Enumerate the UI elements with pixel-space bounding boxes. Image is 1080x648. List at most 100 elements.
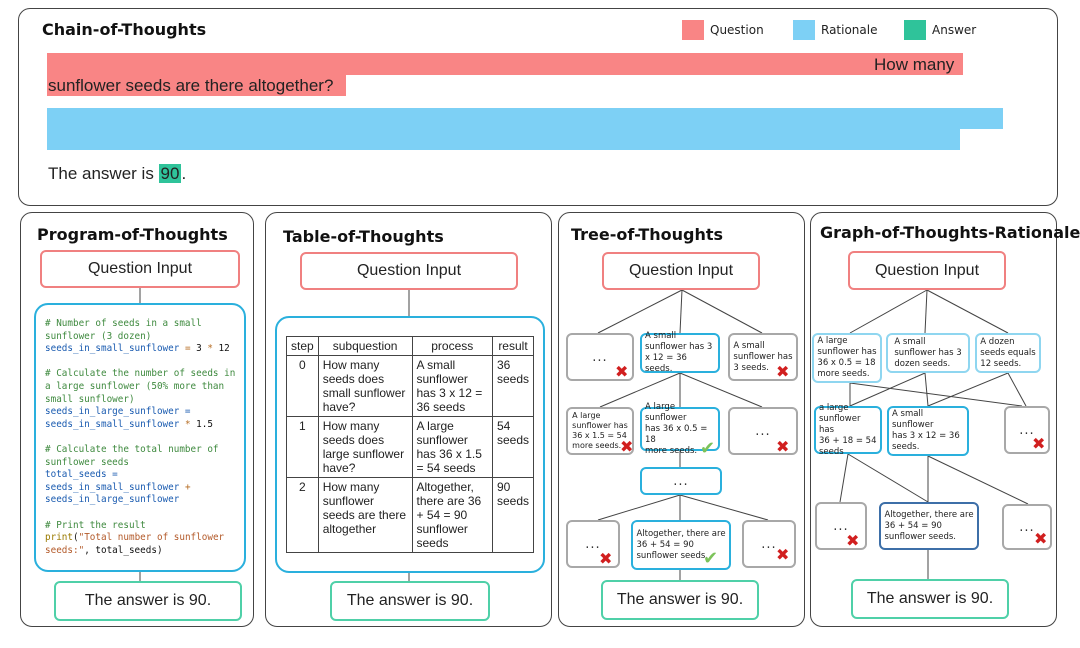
code-operator: = [179, 343, 197, 355]
tree-node-text: A large sunflower has 36 x 0.5 = 18 more… [645, 401, 708, 456]
pot-answer: The answer is 90. [54, 581, 242, 621]
thought-table: step subquestion process result 0 How ma… [286, 336, 535, 553]
graph-node-total: Altogether, there are 36 + 54 = 90 sunfl… [879, 502, 979, 550]
code-variable: seeds_in_small_sunflower [45, 481, 180, 493]
code-function: print [45, 532, 73, 544]
pot-code: # Number of seeds in a small sunflower (… [45, 318, 235, 557]
chain-of-thoughts-panel [18, 8, 1058, 206]
pot-code-block [34, 303, 246, 572]
tree-node-total: Altogether, there are 36 + 54 = 90 sunfl… [631, 520, 731, 570]
table-cell: 0 [286, 355, 319, 417]
reject-icon: ✖ [1034, 529, 1048, 548]
tree-node-small-sunflower-dozen: A small sunflower has 3 seeds. [728, 333, 798, 381]
cot-answer-line: The answer is 90. [48, 164, 186, 184]
table-header: process [411, 336, 493, 356]
table-cell: 36 seeds [491, 355, 535, 417]
graph-node-large-half: A large sunflower has 36 x 0.5 = 18 more… [812, 333, 882, 383]
reject-icon: ✖ [776, 437, 790, 456]
question-text-part-2: sunflower seeds are there altogether? [48, 76, 334, 95]
table-cell: A small sunflower has 3 x 12 = 36 seeds [411, 355, 493, 417]
code-comment: # Calculate the number of seeds in [45, 368, 236, 380]
question-highlight-line-1 [47, 53, 963, 75]
tree-question-input: Question Input [602, 252, 760, 290]
cot-answer-suffix: . [181, 164, 187, 183]
table-row: 2 How many sunflower seeds are there alt… [286, 477, 535, 553]
graph-answer: The answer is 90. [851, 579, 1009, 619]
legend-answer-swatch [904, 20, 926, 40]
graph-node-pruned: ... [815, 502, 867, 550]
tree-node-small-sunflower: A small sunflower has 3 x 12 = 36 seeds. [640, 331, 720, 374]
table-cell: How many seeds does small sunflower have… [317, 355, 413, 417]
legend-rationale-label: Rationale [821, 23, 878, 37]
reject-icon: ✖ [846, 531, 860, 550]
rationale-highlight-line-1 [47, 108, 1003, 129]
code-variable: seeds_in_small_sunflower [45, 418, 180, 430]
code-string: seeds:" [45, 544, 85, 556]
code-variable: seeds_in_large_sunflower = [45, 406, 191, 418]
graph-node-large-total: a large sunflower has 36 + 18 = 54 seeds [814, 403, 882, 457]
table-cell: A large sunflower has 36 x 1.5 = 54 seed… [411, 416, 493, 478]
tree-node-text: A small sunflower has 3 seeds. [733, 340, 793, 373]
tree-node-pruned: ... [728, 407, 798, 455]
tree-node-large-sunflower: A large sunflower has 36 x 0.5 = 18 more… [640, 402, 720, 456]
table-cell: 2 [286, 477, 319, 553]
reject-icon: ✖ [1032, 434, 1046, 453]
tree-node-dots: ... [761, 536, 777, 552]
rationale-highlight-line-2 [47, 129, 960, 150]
legend-rationale: Rationale [793, 20, 877, 40]
table-header: step [286, 336, 319, 356]
code-comment: small sunflower) [45, 393, 135, 405]
reject-icon: ✖ [615, 362, 629, 381]
tree-node-text: Altogether, there are 36 + 54 = 90 sunfl… [636, 528, 726, 561]
table-cell: How many sunflower seeds are there altog… [317, 477, 413, 553]
tree-node-dots: ... [585, 536, 601, 552]
reject-icon: ✖ [776, 545, 790, 564]
code-variable: seeds_in_small_sunflower [45, 343, 180, 355]
tree-title: Tree-of-Thoughts [571, 225, 724, 244]
pot-title: Program-of-Thoughts [37, 225, 228, 244]
legend-answer: Answer [904, 20, 976, 40]
table-header-row: step subquestion process result [286, 336, 535, 356]
code-string: "Total number of sunflower [78, 532, 225, 544]
table-row: 1 How many seeds does large sunflower ha… [286, 416, 535, 478]
graph-node-small-dozen: A small sunflower has 3 dozen seeds. [886, 333, 970, 373]
accept-check-icon: ✔ [703, 548, 719, 569]
table-cell: 54 seeds [491, 416, 535, 478]
table-cell: 1 [286, 416, 319, 478]
pot-question-input: Question Input [40, 250, 240, 288]
graph-node-text: a large sunflower has 36 + 18 = 54 seeds [819, 402, 877, 457]
graph-node-text: A large sunflower has 36 x 0.5 = 18 more… [817, 336, 877, 379]
cot-answer-prefix: The answer is [48, 164, 159, 183]
code-paren: ( [73, 532, 79, 544]
table-header: result [491, 336, 535, 356]
tree-node-pruned: ... [566, 520, 620, 568]
legend-rationale-swatch [793, 20, 815, 40]
code-comment: sunflower (3 dozen) [45, 330, 152, 342]
graph-question-input: Question Input [848, 251, 1006, 290]
code-comment: sunflower seeds [45, 456, 129, 468]
tree-node-dots: ... [755, 423, 771, 439]
tot-table-answer: The answer is 90. [330, 581, 490, 621]
question-highlight-line-2 [47, 75, 346, 96]
tree-node-pruned: ... [566, 333, 634, 381]
code-operator: + [179, 481, 191, 493]
graph-node-dozen-equals: A dozen seeds equals 12 seeds. [975, 333, 1041, 373]
reject-icon: ✖ [776, 362, 790, 381]
tree-node-pruned: ... [742, 520, 796, 568]
table-row: 0 How many seeds does small sunflower ha… [286, 355, 535, 417]
reject-icon: ✖ [599, 549, 613, 568]
cot-answer-value: 90 [158, 164, 182, 183]
code-operator: * [201, 343, 219, 355]
graph-node-text: A small sunflower has 3 x 12 = 36 seeds. [892, 409, 960, 452]
graph-node-dots: ... [1019, 519, 1035, 535]
graph-node-text: Altogether, there are 36 + 54 = 90 sunfl… [884, 509, 974, 542]
table-header: subquestion [317, 336, 413, 356]
code-number: 12 [218, 343, 230, 355]
code-comment: a large sunflower (50% more than [45, 380, 225, 392]
graph-node-small-total: A small sunflower has 3 x 12 = 36 seeds. [887, 406, 969, 456]
table-cell: 90 seeds [491, 477, 535, 553]
code-number: 1.5 [196, 418, 213, 430]
legend-answer-label: Answer [932, 23, 977, 37]
code-comment: # Number of seeds in a small [45, 318, 202, 329]
tree-node-dots: ... [673, 473, 689, 489]
